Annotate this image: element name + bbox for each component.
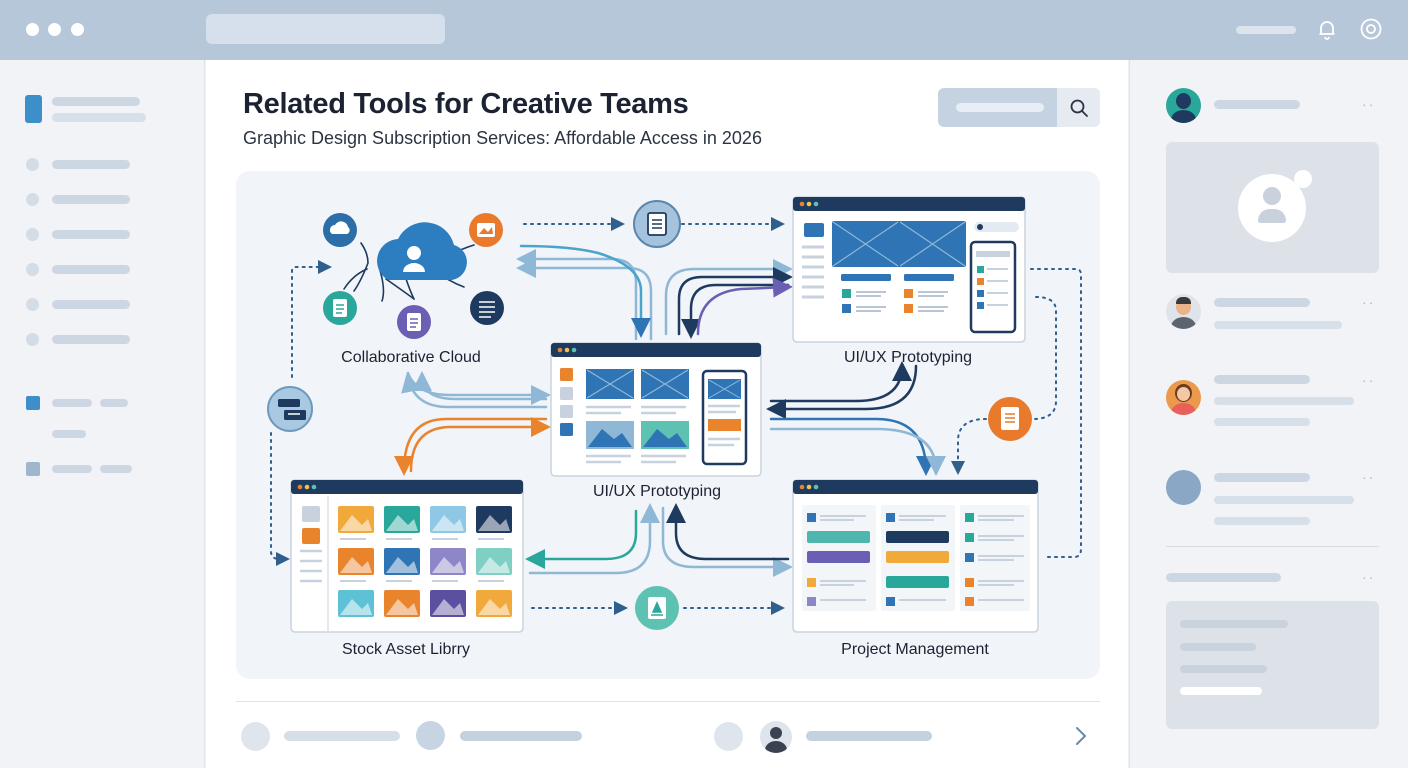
folder-icon — [267, 386, 313, 432]
footer-item[interactable] — [806, 731, 932, 741]
feed-item-label[interactable] — [1214, 473, 1310, 482]
sidebar-item[interactable] — [52, 195, 130, 204]
feed-item-text — [1214, 321, 1342, 329]
node-label-project-management: Project Management — [841, 641, 989, 658]
sidebar-item-label — [52, 113, 146, 122]
avatar[interactable] — [1166, 470, 1201, 505]
chevron-right-icon[interactable] — [1072, 724, 1090, 748]
sidebar-bullet — [26, 298, 39, 311]
feed-item-label[interactable] — [1214, 375, 1310, 384]
sidebar-section-icon — [26, 396, 40, 410]
page-subtitle: Graphic Design Subscription Services: Af… — [243, 128, 762, 148]
section-header — [1166, 573, 1281, 582]
address-bar[interactable] — [206, 14, 445, 44]
node-label-collaborative-cloud: Collaborative Cloud — [341, 349, 481, 366]
kanban-board — [802, 505, 1030, 611]
sidebar-bullet — [26, 193, 39, 206]
main-panel: Related Tools for Creative Teams Graphic… — [206, 60, 1128, 768]
avatar[interactable] — [1166, 294, 1201, 329]
sidebar-item[interactable] — [52, 399, 92, 407]
profile-card[interactable] — [1166, 142, 1379, 273]
sidebar-bullet — [26, 333, 39, 346]
cloud-icon — [377, 222, 467, 280]
more-icon[interactable]: ·· — [1362, 294, 1376, 310]
left-sidebar — [0, 60, 205, 768]
browser-topbar — [0, 0, 1408, 60]
feed-item-text — [1214, 397, 1354, 405]
sidebar-item[interactable] — [52, 335, 130, 344]
page-title: Related Tools for Creative Teams — [243, 88, 689, 120]
feed-item-text — [1214, 418, 1310, 426]
footer-item[interactable] — [284, 731, 400, 741]
list-small-icon — [470, 291, 504, 325]
avatar-icon[interactable] — [760, 721, 792, 753]
sidebar-active-marker — [25, 95, 42, 123]
avatar[interactable] — [714, 722, 743, 751]
window-maximize-dot[interactable] — [71, 23, 84, 36]
sidebar-bullet — [26, 228, 39, 241]
footer-item[interactable] — [460, 731, 582, 741]
right-sidebar: ·· ·· ·· ·· ·· — [1129, 60, 1408, 768]
sidebar-item[interactable] — [100, 399, 128, 407]
node-label-stock-asset-library: Stock Asset Librry — [341, 641, 471, 658]
feed-item-text — [1214, 517, 1310, 525]
more-icon[interactable]: ·· — [1362, 569, 1376, 585]
avatar-icon — [1238, 174, 1306, 242]
info-card[interactable] — [1166, 601, 1379, 729]
window-close-dot[interactable] — [26, 23, 39, 36]
avatar[interactable] — [1166, 380, 1201, 415]
sidebar-section-icon — [26, 462, 40, 476]
search-icon — [1070, 99, 1088, 117]
sidebar-item[interactable] — [52, 230, 130, 239]
sidebar-item-label[interactable] — [52, 97, 140, 106]
avatar[interactable] — [1166, 88, 1201, 123]
sidebar-bullet — [26, 263, 39, 276]
sidebar-item[interactable] — [52, 430, 86, 438]
diagram-graphics — [267, 196, 1082, 633]
avatar[interactable] — [416, 721, 445, 750]
divider — [1166, 546, 1379, 547]
feed-item-label[interactable] — [1214, 100, 1300, 109]
sidebar-item[interactable] — [52, 465, 92, 473]
sidebar-item[interactable] — [52, 160, 130, 169]
feed-item-label[interactable] — [1214, 298, 1310, 307]
divider — [236, 701, 1100, 702]
search-box[interactable] — [938, 88, 1100, 127]
avatar[interactable] — [241, 722, 270, 751]
sidebar-item[interactable] — [52, 300, 130, 309]
search-button[interactable] — [1057, 88, 1100, 127]
feed-item-text — [1214, 496, 1354, 504]
window-minimize-dot[interactable] — [48, 23, 61, 36]
node-label-uiux-prototyping-top: UI/UX Prototyping — [843, 349, 973, 366]
more-icon[interactable]: ·· — [1362, 96, 1376, 112]
sidebar-item[interactable] — [52, 265, 130, 274]
sidebar-item[interactable] — [100, 465, 132, 473]
settings-icon[interactable] — [1359, 17, 1383, 41]
more-icon[interactable]: ·· — [1362, 469, 1376, 485]
more-icon[interactable]: ·· — [1362, 372, 1376, 388]
node-label-uiux-prototyping-center: UI/UX Prototyping — [592, 483, 722, 500]
sidebar-bullet — [26, 158, 39, 171]
search-input[interactable] — [956, 103, 1044, 112]
tools-diagram: Collaborative Cloud UI/UX Prototyping UI… — [236, 171, 1100, 679]
bell-icon[interactable] — [1316, 18, 1338, 40]
topbar-placeholder — [1236, 26, 1296, 34]
stock-image-grid — [338, 506, 512, 617]
